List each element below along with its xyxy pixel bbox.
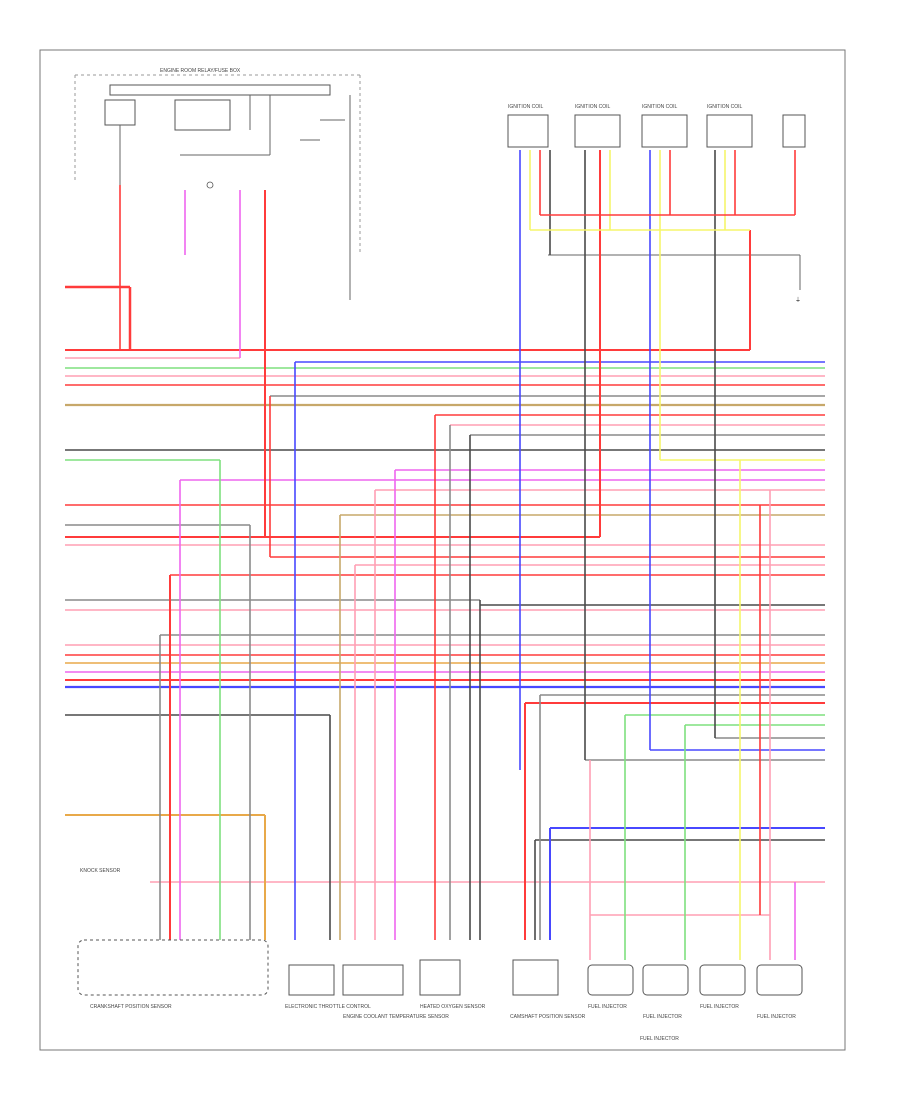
pcm-connector-1 xyxy=(288,964,335,996)
ignition-coil-label-2: IGNITION COIL xyxy=(575,104,611,110)
fuel-injector-label-3: FUEL INJECTOR xyxy=(700,1004,739,1010)
sensor-connector-1 xyxy=(419,959,461,996)
fuel-injector-label-1: FUEL INJECTOR xyxy=(588,1004,627,1010)
sensor-connector-2 xyxy=(512,959,559,996)
top-connector-4 xyxy=(706,114,753,148)
fuel-injector-1 xyxy=(587,964,634,996)
relay-box-section xyxy=(74,74,361,300)
ground-icon: ⏚ xyxy=(795,297,801,304)
diagram-frame xyxy=(39,49,846,1051)
top-connector-3 xyxy=(641,114,688,148)
fuel-injector-3 xyxy=(699,964,746,996)
fuel-injector-2 xyxy=(642,964,689,996)
fuse-component xyxy=(174,99,231,131)
fuel-injector-label-2: FUEL INJECTOR xyxy=(643,1014,682,1020)
relay-box-label: ENGINE ROOM RELAY/FUSE BOX xyxy=(160,68,241,74)
pcm-connector-2 xyxy=(342,964,404,996)
ignition-coil-label-3: IGNITION COIL xyxy=(642,104,678,110)
fuel-injector-4 xyxy=(756,964,803,996)
ignition-coil-label-1: IGNITION COIL xyxy=(508,104,544,110)
pcm-label: CRANKSHAFT POSITION SENSOR xyxy=(90,1004,172,1010)
knock-sensor-label: KNOCK SENSOR xyxy=(80,868,121,874)
relay-component xyxy=(104,99,136,126)
bottom-components xyxy=(77,939,803,996)
top-connector-5 xyxy=(782,114,806,148)
bottom-label-4: CAMSHAFT POSITION SENSOR xyxy=(510,1014,586,1020)
top-connector-2 xyxy=(574,114,621,148)
fuel-injector-group-label: FUEL INJECTOR xyxy=(640,1036,679,1042)
horizontal-wires xyxy=(65,285,825,916)
fuel-injector-label-4: FUEL INJECTOR xyxy=(757,1014,796,1020)
knock-sensor-box xyxy=(77,939,269,996)
top-connector-1 xyxy=(507,114,549,148)
component-labels: ENGINE ROOM RELAY/FUSE BOX IGNITION COIL… xyxy=(80,68,796,1042)
bottom-label-3: HEATED OXYGEN SENSOR xyxy=(420,1004,486,1010)
vertical-wires xyxy=(119,150,796,960)
bottom-label-1: ELECTRONIC THROTTLE CONTROL xyxy=(285,1004,371,1010)
bottom-label-2: ENGINE COOLANT TEMPERATURE SENSOR xyxy=(343,1014,449,1020)
top-connector-group: ⏚ xyxy=(507,114,806,304)
ignition-coil-label-4: IGNITION COIL xyxy=(707,104,743,110)
